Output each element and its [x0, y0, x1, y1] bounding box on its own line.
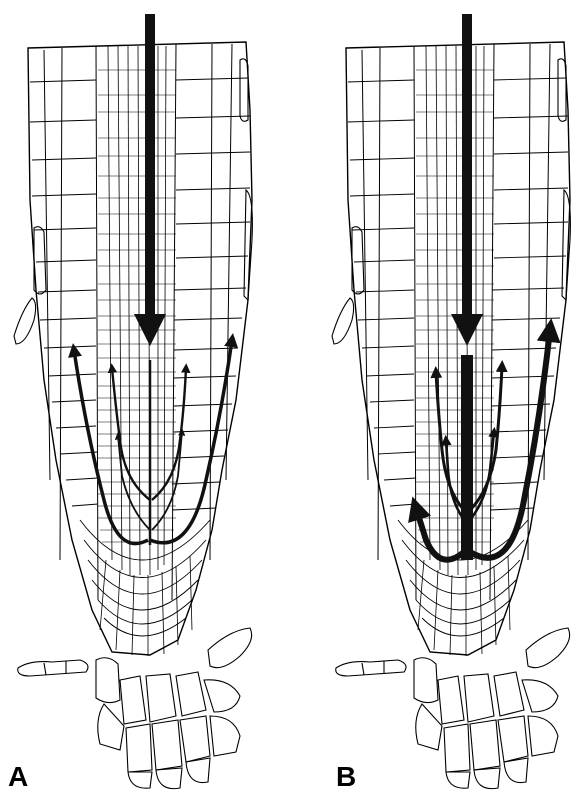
- panel-a-label: A: [8, 763, 28, 791]
- panel-b-root-diagram: [332, 14, 570, 789]
- outer-right-return-arrow: [150, 340, 232, 543]
- panel-a-root-diagram: [14, 14, 252, 789]
- panel-b-label: B: [336, 763, 356, 791]
